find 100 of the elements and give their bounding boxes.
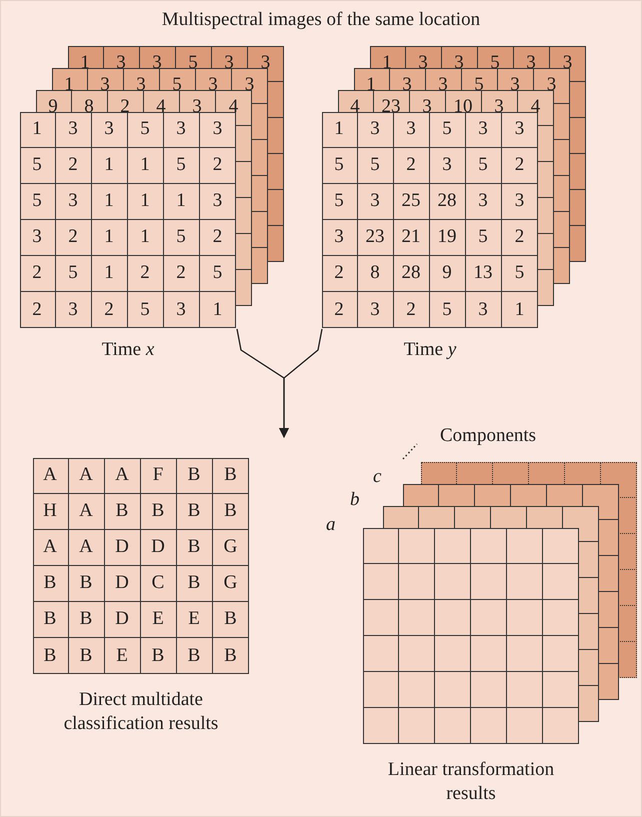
- pixel-value: 1: [334, 118, 344, 140]
- pixel-value: B: [188, 536, 200, 558]
- pixel-value: 3: [212, 118, 222, 140]
- pixel-value: 3: [32, 226, 42, 248]
- pixel-value: B: [224, 500, 237, 522]
- pixel-value: 5: [334, 190, 344, 212]
- pixel-value: B: [116, 500, 128, 522]
- pixel-value: 3: [478, 298, 488, 320]
- pixel-value: 3: [494, 96, 504, 118]
- pixel-value: 3: [116, 52, 126, 74]
- pixel-value: 3: [514, 190, 524, 212]
- pixel-value: 3: [510, 74, 520, 96]
- pixel-value: 2: [104, 298, 114, 320]
- pixel-value: B: [188, 464, 200, 486]
- pixel-value: 2: [514, 154, 524, 176]
- pixel-value: B: [80, 572, 92, 594]
- pixel-value: A: [79, 500, 93, 522]
- pixel-value: 5: [68, 262, 78, 284]
- pixel-value: B: [44, 572, 56, 594]
- pixel-value: 3: [260, 52, 270, 74]
- pixel-value: 3: [402, 74, 412, 96]
- pixel-value: B: [80, 644, 92, 666]
- pixel-value: 3: [546, 74, 556, 96]
- pixel-value: 1: [64, 74, 74, 96]
- pixel-value: 3: [370, 118, 380, 140]
- pixel-value: 5: [32, 190, 42, 212]
- pixel-value: 3: [442, 154, 452, 176]
- pixel-value: D: [151, 536, 165, 558]
- pixel-value: 4: [228, 96, 238, 118]
- pixel-value: B: [188, 644, 200, 666]
- pixel-value: 21: [402, 226, 420, 248]
- pixel-value: 5: [176, 226, 186, 248]
- pixel-value: 5: [442, 298, 452, 320]
- pixel-value: 5: [474, 74, 484, 96]
- pixel-value: E: [116, 644, 128, 666]
- pixel-value: 5: [188, 52, 198, 74]
- pixel-value: G: [224, 536, 238, 558]
- pixel-value: 23: [366, 226, 384, 248]
- title: Multispectral images of the same location: [160, 8, 482, 32]
- pixel-value: A: [115, 464, 129, 486]
- pixel-value: 3: [334, 226, 344, 248]
- component-letter: c: [373, 466, 382, 488]
- pixel-value: 23: [382, 96, 400, 118]
- pixel-value: B: [152, 644, 164, 666]
- pixel-value: 1: [382, 52, 392, 74]
- pixel-value: 1: [104, 262, 114, 284]
- pixel-value: 1: [104, 226, 114, 248]
- pixel-value: 9: [442, 262, 452, 284]
- pixel-value: 3: [454, 52, 464, 74]
- pixel-value: 2: [120, 96, 130, 118]
- pixel-value: 28: [438, 190, 456, 212]
- pixel-value: 5: [478, 226, 488, 248]
- pixel-value: 5: [514, 262, 524, 284]
- pixel-value: E: [152, 608, 164, 630]
- pixel-value: 5: [478, 154, 488, 176]
- pixel-value: 3: [244, 74, 254, 96]
- pixel-value: D: [115, 536, 129, 558]
- pixel-value: 2: [514, 226, 524, 248]
- pixel-value: 9: [48, 96, 58, 118]
- pixel-value: 2: [68, 226, 78, 248]
- pixel-value: 2: [212, 154, 222, 176]
- pixel-value: B: [44, 644, 56, 666]
- pixel-value: 5: [490, 52, 500, 74]
- pixel-value: 3: [438, 74, 448, 96]
- pixel-value: 3: [478, 118, 488, 140]
- pixel-value: 3: [152, 52, 162, 74]
- pixel-value: D: [115, 608, 129, 630]
- pixel-value: C: [152, 572, 164, 594]
- pixel-value: 2: [406, 298, 416, 320]
- pixel-value: 2: [32, 262, 42, 284]
- pixel-value: 1: [176, 190, 186, 212]
- image-stack: [20, 46, 286, 356]
- pixel-value: 5: [212, 262, 222, 284]
- pixel-value: F: [152, 464, 164, 486]
- arrow: [279, 328, 323, 438]
- pixel-value: 5: [176, 154, 186, 176]
- pixel-value: 2: [140, 262, 150, 284]
- pixel-value: H: [43, 500, 57, 522]
- pixel-value: B: [224, 608, 237, 630]
- pixel-value: 2: [32, 298, 42, 320]
- node-label: Time x: [100, 338, 156, 362]
- pixel-value: 1: [80, 52, 90, 74]
- pixel-value: 2: [68, 154, 78, 176]
- pixel-value: B: [224, 644, 237, 666]
- node-label: Direct multidate classification results: [62, 688, 220, 736]
- pixel-value: 3: [224, 52, 234, 74]
- component-letter: a: [326, 514, 336, 536]
- pixel-value: 1: [514, 298, 524, 320]
- pixel-value: 3: [68, 190, 78, 212]
- pixel-value: 2: [334, 262, 344, 284]
- pixel-value: 5: [442, 118, 452, 140]
- pixel-value: 3: [176, 298, 186, 320]
- pixel-value: A: [79, 536, 93, 558]
- pixel-value: 3: [136, 74, 146, 96]
- pixel-value: 3: [104, 118, 114, 140]
- pixel-value: 3: [192, 96, 202, 118]
- pixel-value: B: [188, 572, 200, 594]
- pixel-value: 1: [140, 154, 150, 176]
- pixel-value: 28: [402, 262, 420, 284]
- pixel-value: 25: [402, 190, 420, 212]
